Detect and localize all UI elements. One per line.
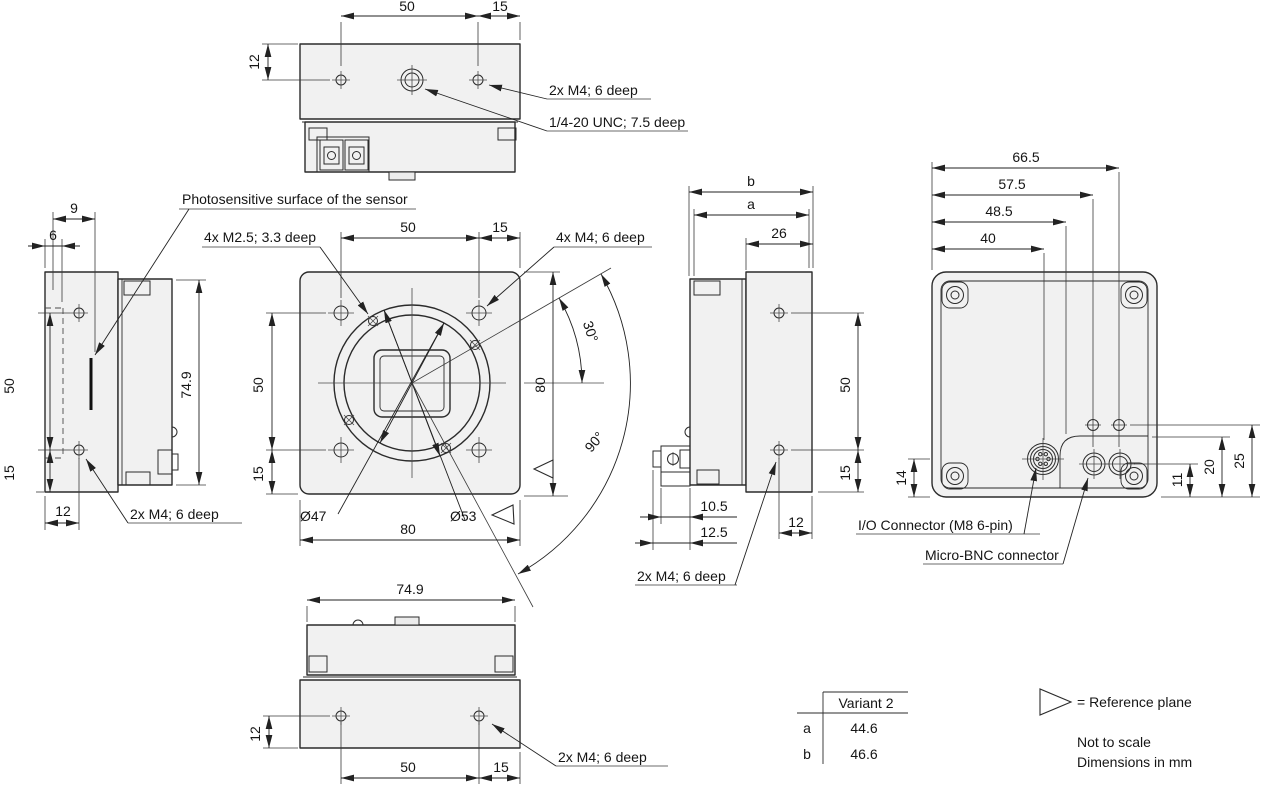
front-view-callouts: 4x M2.5; 3.3 deep 4x M4; 6 deep [202, 229, 652, 315]
variant-row-a-key: a [803, 720, 811, 736]
label-photosensitive: Photosensitive surface of the sensor [182, 191, 408, 207]
dim-front-dia53: Ø53 [450, 508, 477, 524]
dim-top-50: 50 [399, 0, 415, 14]
dim-front-50v: 50 [250, 377, 266, 393]
left-side-view: 9 6 50 15 12 74.9 Photosensitive surface… [1, 191, 416, 530]
front-view-linear-dimensions: 50 15 50 15 80 80 [250, 219, 568, 546]
dim-back-25: 25 [1231, 453, 1247, 469]
note-dimensions-mm: Dimensions in mm [1077, 754, 1192, 770]
dim-back-11: 11 [1169, 473, 1185, 488]
variant-row-b-key: b [803, 746, 811, 762]
dim-left-50: 50 [1, 378, 17, 394]
back-view-corner-screws [941, 281, 1148, 490]
dim-right-12-5: 12.5 [700, 524, 727, 540]
dim-left-15: 15 [1, 465, 17, 481]
dim-back-57-5: 57.5 [998, 176, 1025, 192]
label-top-2xm4: 2x M4; 6 deep [549, 82, 638, 98]
left-view-body-details [123, 280, 179, 486]
bottom-view: 74.9 12 50 15 2x M4; 6 deep [247, 581, 668, 784]
bottom-view-callouts: 2x M4; 6 deep [491, 723, 668, 767]
variant-table-header: Variant 2 [839, 695, 894, 711]
dim-front-30deg: 30° [580, 319, 602, 344]
right-view-body-details [652, 280, 721, 487]
variant-table: Variant 2 a 44.6 b 46.6 [797, 691, 908, 764]
m8-connector [1022, 438, 1064, 480]
back-view-dimensions: 66.5 57.5 48.5 40 14 11 20 25 [893, 149, 1260, 498]
right-view-dimensions: b a 26 50 15 10.5 12.5 [635, 173, 864, 550]
right-side-view: b a 26 50 15 10.5 12.5 [635, 173, 864, 586]
legend-reference-plane: = Reference plane [1077, 694, 1192, 710]
bottom-view-dimensions: 74.9 12 50 15 [247, 581, 521, 784]
dim-front-90deg: 90° [581, 429, 607, 456]
bottom-view-holes [332, 707, 488, 725]
dim-bottom-50: 50 [400, 759, 416, 775]
top-view-holes [332, 65, 487, 95]
dim-back-66-5: 66.5 [1012, 149, 1039, 165]
dim-right-a: a [747, 196, 755, 212]
back-view: 66.5 57.5 48.5 40 14 11 20 25 I/O Connec… [856, 149, 1260, 565]
label-bottom-2xm4: 2x M4; 6 deep [558, 749, 647, 765]
label-right-2xm4: 2x M4; 6 deep [637, 568, 726, 584]
dim-front-15h: 15 [492, 219, 508, 235]
dim-top-12: 12 [246, 54, 262, 70]
front-view-m25-holes [343, 315, 481, 454]
dim-left-9: 9 [70, 200, 78, 216]
label-io-connector: I/O Connector (M8 6-pin) [858, 517, 1013, 533]
right-view-holes [770, 304, 788, 459]
dim-back-14: 14 [893, 470, 909, 486]
dim-left-74-9: 74.9 [178, 371, 194, 398]
dim-front-15v: 15 [250, 466, 266, 482]
variant-row-a-value: 44.6 [850, 720, 877, 736]
dim-left-6: 6 [49, 227, 57, 243]
legend: = Reference plane Not to scale Dimension… [1039, 688, 1192, 770]
label-left-2xm4: 2x M4; 6 deep [130, 506, 219, 522]
back-panel-outline [1059, 435, 1148, 488]
note-not-to-scale: Not to scale [1077, 734, 1151, 750]
dim-back-48-5: 48.5 [985, 203, 1012, 219]
dim-bottom-15: 15 [493, 759, 509, 775]
dim-right-15: 15 [837, 465, 853, 481]
dim-top-15: 15 [492, 0, 508, 14]
left-view-holes [70, 304, 88, 459]
top-view-rear-details [308, 127, 517, 173]
front-view-m4-holes [328, 300, 492, 463]
dim-back-20: 20 [1201, 459, 1217, 475]
dim-bottom-12: 12 [247, 726, 263, 742]
dim-left-12: 12 [55, 503, 71, 519]
back-view-callouts: I/O Connector (M8 6-pin) Micro-BNC conne… [856, 467, 1089, 565]
dim-back-40: 40 [980, 230, 996, 246]
bottom-view-rear-details [308, 655, 514, 673]
right-view-callouts: 2x M4; 6 deep [635, 461, 777, 586]
top-view-dimensions: 50 15 12 [246, 0, 521, 81]
front-view: Ø47 Ø53 30° 90° 50 15 50 15 [202, 219, 652, 608]
reference-plane-marker-right [532, 459, 554, 479]
dim-right-12: 12 [788, 514, 804, 530]
front-view-diameter-leaders: Ø47 Ø53 [300, 309, 477, 524]
dim-right-10-5: 10.5 [700, 498, 727, 514]
dim-front-50h: 50 [400, 219, 416, 235]
label-4xm4: 4x M4; 6 deep [556, 229, 645, 245]
dim-right-26: 26 [771, 225, 787, 241]
dim-right-b: b [747, 173, 755, 189]
dim-right-50: 50 [837, 377, 853, 393]
reference-plane-icon [1039, 688, 1073, 716]
dim-bottom-74-9: 74.9 [396, 581, 423, 597]
dim-front-80v: 80 [532, 377, 548, 393]
label-top-unc: 1/4-20 UNC; 7.5 deep [549, 114, 685, 130]
left-view-callouts: Photosensitive surface of the sensor 2x … [85, 191, 416, 524]
top-view: 50 15 12 2x M4; 6 deep 1/4-20 UNC; 7.5 d… [246, 0, 688, 181]
variant-row-b-value: 46.6 [850, 746, 877, 762]
dim-front-dia47: Ø47 [300, 508, 327, 524]
label-micro-bnc: Micro-BNC connector [925, 547, 1059, 563]
reference-plane-marker-bottom [490, 504, 515, 525]
top-view-callouts: 2x M4; 6 deep 1/4-20 UNC; 7.5 deep [424, 82, 688, 132]
left-view-dimensions: 9 6 50 15 12 74.9 [1, 200, 206, 530]
label-4xm25: 4x M2.5; 3.3 deep [204, 229, 316, 245]
dim-front-80h: 80 [400, 521, 416, 537]
